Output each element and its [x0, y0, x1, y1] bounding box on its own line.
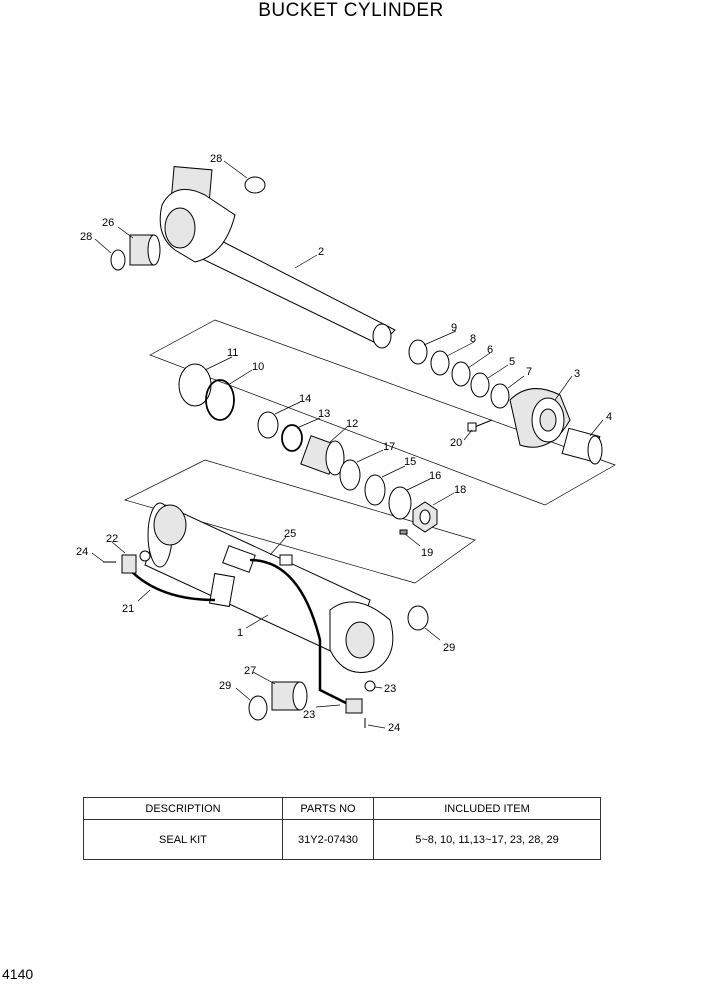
- callout-label: 22: [106, 533, 118, 545]
- callout-label: 24: [388, 722, 400, 734]
- page-number: 4140: [2, 966, 34, 982]
- callout-label: 16: [429, 470, 441, 482]
- leader-lines: [91, 160, 604, 729]
- exploded-parts-diagram: 28 26 28 2 9 8 6 5 7 3 4 20 11 10 14 13 …: [76, 153, 616, 734]
- column-header: INCLUDED ITEM: [373, 797, 601, 820]
- column-header: PARTS NO: [282, 797, 374, 820]
- callout-label: 28: [80, 231, 92, 243]
- callout-label: 29: [443, 642, 455, 654]
- callout-label: 26: [102, 217, 114, 229]
- callout-label: 10: [252, 361, 264, 373]
- callout-label: 29: [219, 680, 231, 692]
- callout-label: 25: [284, 528, 296, 540]
- table-header-row: DESCRIPTION PARTS NO INCLUDED ITEM: [83, 797, 601, 820]
- callout-label: 27: [244, 665, 256, 677]
- callout-label: 19: [421, 547, 433, 559]
- callout-label: 5: [509, 356, 515, 368]
- table-cell: 31Y2-07430: [282, 819, 374, 860]
- callout-label: 2: [318, 246, 324, 258]
- piston-12: [300, 435, 345, 476]
- column-header: DESCRIPTION: [83, 797, 283, 820]
- table-cell: 5~8, 10, 11,13~17, 23, 28, 29: [373, 819, 601, 860]
- bushing-26: [129, 234, 161, 266]
- tube-group-outline: [124, 459, 476, 584]
- callout-label: 21: [122, 603, 134, 615]
- bushing-27: [271, 681, 308, 711]
- callout-label: 23: [384, 683, 396, 695]
- piston-group-outline: [149, 319, 616, 506]
- callout-labels: 28 26 28 2 9 8 6 5 7 3 4 20 11 10 14 13 …: [76, 153, 612, 734]
- callout-label: 15: [404, 456, 416, 468]
- ring-28-top: [244, 176, 266, 194]
- callout-label: 24: [76, 546, 88, 558]
- callout-label: 12: [346, 418, 358, 430]
- callout-label: 1: [237, 627, 243, 639]
- callout-label: 7: [526, 366, 532, 378]
- callout-label: 6: [487, 344, 493, 356]
- rod-cover-3: [509, 388, 571, 448]
- callout-label: 8: [470, 333, 476, 345]
- callout-label: 13: [318, 408, 330, 420]
- callout-label: 18: [454, 484, 466, 496]
- callout-label: 23: [303, 709, 315, 721]
- table-cell: SEAL KIT: [83, 819, 283, 860]
- callout-label: 28: [210, 153, 222, 165]
- callout-label: 4: [606, 411, 612, 423]
- seal-kit-table: DESCRIPTION PARTS NO INCLUDED ITEM SEAL …: [83, 797, 601, 860]
- cylinder-tube-1: [144, 502, 394, 673]
- callout-label: 20: [450, 437, 462, 449]
- callout-label: 14: [299, 393, 311, 405]
- callout-label: 17: [383, 441, 395, 453]
- callout-label: 3: [574, 368, 580, 380]
- piston-rod-part: [159, 166, 396, 349]
- ring-28-left: [110, 249, 126, 271]
- page-title: BUCKET CYLINDER: [258, 0, 444, 21]
- part-4: [561, 427, 603, 465]
- callout-label: 11: [227, 347, 238, 359]
- callout-label: 9: [451, 322, 457, 334]
- table-row: SEAL KIT 31Y2-07430 5~8, 10, 11,13~17, 2…: [83, 819, 601, 860]
